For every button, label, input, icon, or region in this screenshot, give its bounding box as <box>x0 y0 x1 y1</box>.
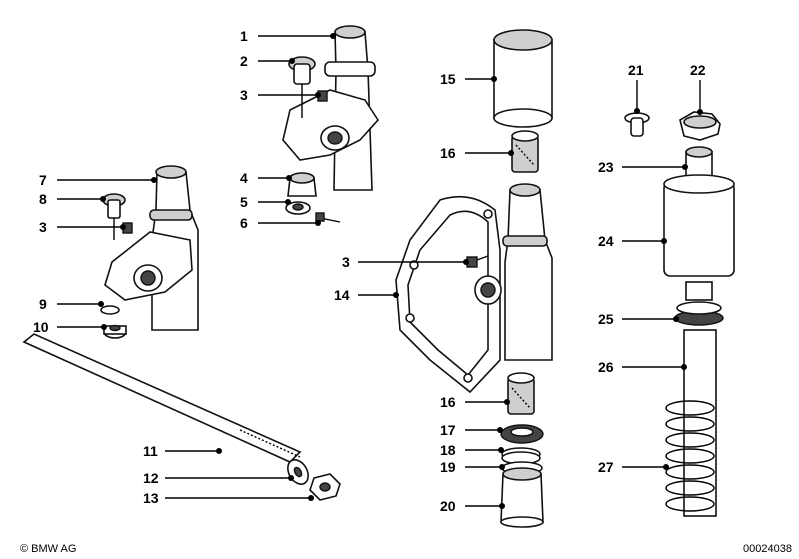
part-10-nut[interactable] <box>103 324 127 339</box>
callout-label: 10 <box>33 319 49 335</box>
part-1-pivot-sleeve[interactable] <box>282 25 380 191</box>
part-20-sleeve[interactable] <box>500 467 544 528</box>
callout-label: 17 <box>440 422 456 438</box>
callout-label: 25 <box>598 311 614 327</box>
callout-numbers: 1 2 3 4 5 6 7 8 3 9 10 11 12 13 15 16 3 … <box>33 28 706 514</box>
part-22-cap-nut[interactable] <box>679 111 721 141</box>
callout-label: 21 <box>628 62 644 78</box>
part-9-washer[interactable] <box>100 305 120 315</box>
part-13-nut[interactable] <box>309 473 341 501</box>
part-4-bushing[interactable] <box>287 172 317 197</box>
callout-label: 4 <box>240 170 248 186</box>
part-7-pivot-sleeve[interactable] <box>104 165 199 331</box>
part-5-nut[interactable] <box>285 201 311 215</box>
callout-label: 11 <box>143 443 158 459</box>
callout-label: 13 <box>143 490 159 506</box>
part-21-valve[interactable] <box>624 112 650 137</box>
callout-label: 16 <box>440 145 456 161</box>
callout-label: 23 <box>598 159 614 175</box>
copyright-text: © BMW AG <box>20 543 76 555</box>
callout-label: 20 <box>440 498 456 514</box>
callout-label: 24 <box>598 233 614 249</box>
callout-label: 12 <box>143 470 159 486</box>
callout-label: 3 <box>240 87 248 103</box>
callout-label: 5 <box>240 194 248 210</box>
part-8-bolt[interactable] <box>102 193 126 240</box>
callout-label: 6 <box>240 215 248 231</box>
part-14-housing-cover[interactable] <box>395 183 553 394</box>
part-17-seal-ring[interactable] <box>500 424 544 444</box>
callout-label: 9 <box>39 296 47 312</box>
part-16-needle-bushing-upper[interactable] <box>511 130 539 173</box>
callout-label: 2 <box>240 53 248 69</box>
part-15-tube[interactable] <box>493 29 553 128</box>
callout-label: 26 <box>598 359 614 375</box>
part-18-spring-ring[interactable] <box>501 447 541 465</box>
callout-label: 14 <box>334 287 350 303</box>
part-2-bolt[interactable] <box>288 56 316 118</box>
part-16-needle-bushing-lower[interactable] <box>507 372 535 415</box>
callout-label: 7 <box>39 172 47 188</box>
callout-label: 3 <box>39 219 47 235</box>
callout-label: 1 <box>240 28 248 44</box>
callout-label: 22 <box>690 62 706 78</box>
leader-lines <box>57 33 703 509</box>
callout-label: 19 <box>440 459 456 475</box>
callout-label: 3 <box>342 254 350 270</box>
part-11-rod[interactable] <box>22 333 302 463</box>
callout-label: 16 <box>440 394 456 410</box>
callout-label: 15 <box>440 71 456 87</box>
callout-label: 27 <box>598 459 614 475</box>
part-25-seal[interactable] <box>674 281 724 326</box>
part-24-damper-body[interactable] <box>663 174 735 277</box>
callout-label: 8 <box>39 191 47 207</box>
part-27-spring[interactable] <box>665 400 715 512</box>
part-26-shaft[interactable] <box>683 329 717 517</box>
diagram-number: 00024038 <box>743 543 792 555</box>
callout-label: 18 <box>440 442 456 458</box>
